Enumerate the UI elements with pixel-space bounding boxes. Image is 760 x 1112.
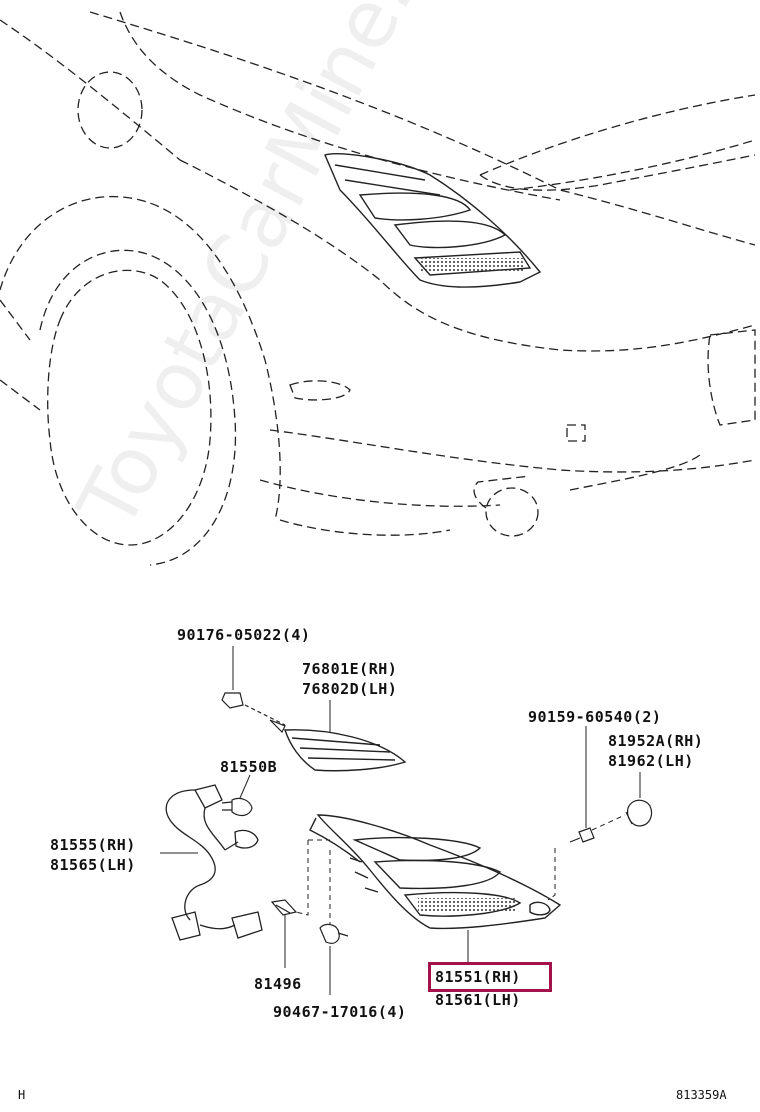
part-label-81952a[interactable]: 81952A(RH) (608, 732, 704, 750)
footer-diagram-number: 813359A (676, 1088, 727, 1102)
part-label-81496[interactable]: 81496 (254, 975, 302, 993)
car-tail-lamp-reflector-dots (420, 258, 525, 272)
highlight-box-81551 (428, 962, 552, 992)
part-label-81551[interactable]: 81551(RH) (435, 968, 521, 986)
part-label-81962[interactable]: 81962(LH) (608, 752, 694, 770)
leader-81550b (239, 774, 251, 799)
part-label-81555[interactable]: 81555(RH) (50, 836, 136, 854)
car-body-outline (0, 11, 756, 566)
socket-wire-81555-drawing (165, 784, 263, 941)
assembly-guides (295, 814, 626, 925)
footer-left-code: H (18, 1088, 26, 1102)
clip-81496-drawing (270, 899, 298, 968)
cap-81952a-drawing (625, 772, 653, 827)
part-label-90467[interactable]: 90467-17016(4) (273, 1003, 407, 1021)
nut-90467-drawing (319, 923, 349, 995)
part-label-76801e[interactable]: 76801E(RH) (302, 660, 398, 678)
part-label-76802d[interactable]: 76802D(LH) (302, 680, 398, 698)
lamp-81551-drawing (309, 814, 562, 930)
part-label-81565[interactable]: 81565(LH) (50, 856, 136, 874)
lamp-81551-reflector (418, 898, 516, 913)
lens-76801e-drawing (284, 729, 407, 772)
bulb-81550b-drawing (221, 797, 253, 817)
part-label-81550b[interactable]: 81550B (220, 758, 278, 776)
screw-90159-drawing (569, 726, 595, 843)
part-label-90159[interactable]: 90159-60540(2) (528, 708, 662, 726)
part-label-81561[interactable]: 81561(LH) (435, 991, 521, 1009)
part-label-90176[interactable]: 90176-05022(4) (177, 626, 311, 644)
screw-90176-drawing (221, 646, 286, 734)
